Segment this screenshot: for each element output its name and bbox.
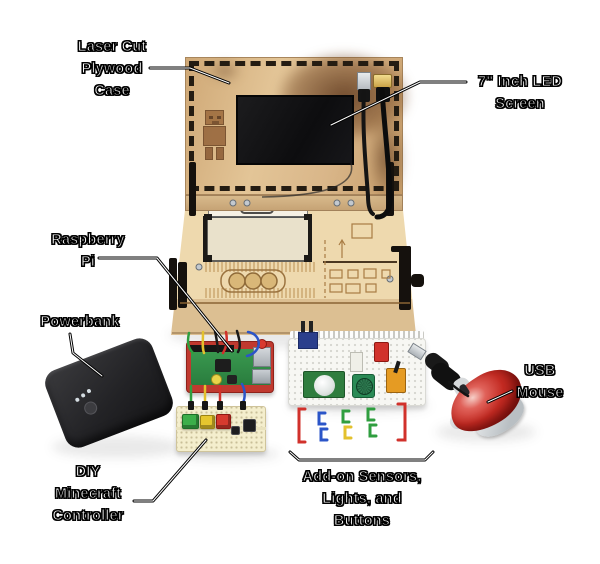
loose-jumper-wires (297, 402, 407, 444)
usb-cable (361, 90, 375, 216)
wire-tips (188, 401, 246, 410)
label-usb-mouse: USB Mouse (516, 362, 564, 401)
tactile-button-small (231, 426, 240, 435)
leader-core (98, 257, 233, 352)
leader-core (487, 390, 513, 403)
leader-core (69, 333, 103, 377)
base-bracket-left (178, 262, 187, 308)
label-led-screen: 7" Inch LED Screen (477, 73, 562, 112)
etched-rounded-rect (220, 269, 286, 293)
figure-leg (205, 147, 213, 160)
base-rod-left-outer (169, 258, 177, 310)
yellow-button (200, 415, 215, 429)
label-addon-sensors: Add-on Sensors, Lights, and Buttons (302, 468, 422, 529)
etched-component-outlines (324, 223, 391, 298)
acrylic-box-front (206, 216, 310, 262)
leader-core (133, 439, 207, 502)
hdmi-cable (374, 87, 393, 220)
pi-ethernet-port (252, 369, 271, 384)
tactile-button-large (243, 419, 256, 432)
laser-cut-notches (189, 61, 399, 191)
red-button (216, 414, 231, 429)
figure-eye (217, 116, 221, 119)
etched-comb-pattern (205, 262, 315, 298)
etched-minecraft-figure (203, 110, 227, 162)
figure-body (203, 126, 226, 146)
acrylic-side-rail (203, 216, 207, 262)
label-diy-controller: DIY Minecraft Controller (52, 463, 124, 524)
base-bracket-right-top (391, 246, 411, 252)
figure-eye (209, 116, 213, 119)
leader-core (149, 67, 230, 84)
orange-slider-component (386, 360, 406, 393)
knob (356, 378, 373, 395)
gpio-header (190, 345, 234, 352)
acrylic-side-rail (308, 216, 312, 262)
figure-head (205, 110, 224, 125)
breadboard-pin-row (290, 331, 424, 339)
acrylic-corner-tab (204, 214, 212, 220)
mouse-cable (447, 380, 470, 398)
white-sensor-component (350, 352, 363, 372)
rca-jack (211, 374, 222, 385)
figure-mouth (212, 121, 219, 124)
soc-chip (215, 359, 231, 372)
lid-support-rod-left (189, 162, 196, 216)
acrylic-corner-tab (204, 255, 212, 262)
label-laser-cut-case: Laser Cut Plywood Case (77, 38, 147, 99)
side-knob (411, 274, 424, 287)
leader-core (330, 81, 467, 126)
red-switch-component (374, 342, 389, 362)
potentiometer-knob (352, 374, 375, 398)
leader-core (289, 451, 434, 461)
green-button (182, 414, 199, 429)
etched-circles (228, 272, 278, 290)
pir-dome (314, 375, 335, 396)
label-powerbank: Powerbank (40, 313, 120, 330)
pir-motion-sensor (303, 371, 345, 398)
label-raspberry-pi: Raspberry Pi (51, 231, 125, 270)
thin-lid-wire (261, 162, 353, 198)
audio-jack (227, 375, 237, 384)
led-screen-panel (236, 95, 354, 165)
header-pin (309, 321, 313, 334)
raspberry-pi-in-case (186, 339, 274, 393)
plywood-base-tray (171, 210, 416, 335)
figure-leg (216, 147, 224, 160)
base-bracket-right (399, 246, 411, 310)
header-pin (301, 321, 305, 334)
blue-header-connector (298, 332, 318, 349)
brace-addon-sensors (288, 450, 435, 462)
